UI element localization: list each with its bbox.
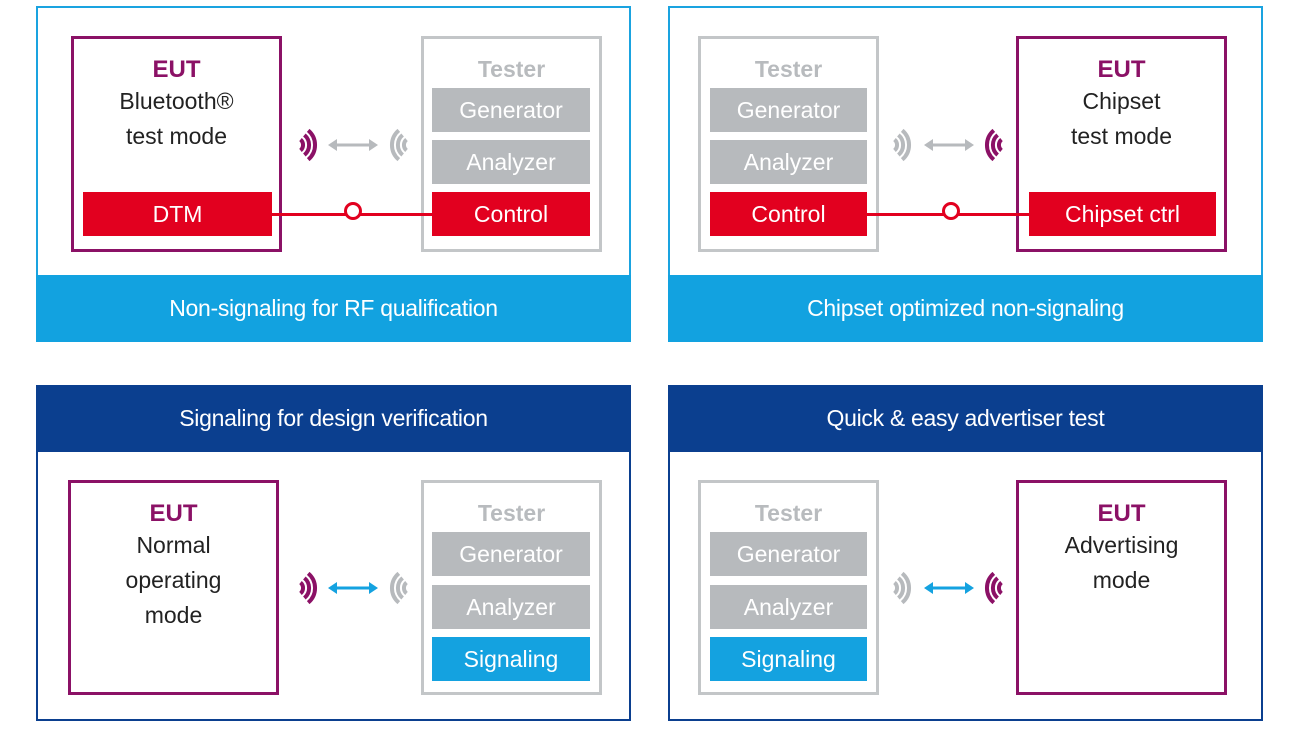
eut-desc-line: Bluetooth® bbox=[119, 88, 234, 114]
chipset-ctrl-block: Chipset ctrl bbox=[1029, 192, 1216, 236]
generator-block: Generator bbox=[710, 532, 867, 576]
generator-block: Generator bbox=[432, 88, 590, 132]
eut-box: EUT Chipset test mode bbox=[1016, 36, 1227, 252]
signaling-block: Signaling bbox=[710, 637, 867, 681]
panel-caption: Quick & easy advertiser test bbox=[668, 385, 1263, 452]
cable-connector bbox=[942, 202, 960, 220]
tester-title: Tester bbox=[477, 500, 546, 526]
bidirectional-arrow-icon bbox=[328, 582, 378, 594]
tester-box: Tester bbox=[421, 36, 602, 252]
eut-title: EUT bbox=[1097, 500, 1146, 527]
panel-caption: Signaling for design verification bbox=[36, 385, 631, 452]
eut-desc-line: Chipset bbox=[1082, 88, 1161, 114]
eut-radio-wave-icon bbox=[298, 128, 318, 162]
tester-box: Tester bbox=[698, 36, 879, 252]
analyzer-block: Analyzer bbox=[432, 585, 590, 629]
tester-title: Tester bbox=[477, 56, 546, 82]
eut-desc-line: Advertising bbox=[1064, 532, 1179, 558]
eut-radio-wave-icon bbox=[984, 128, 1004, 162]
tester-radio-wave-icon bbox=[892, 571, 912, 605]
analyzer-block: Analyzer bbox=[710, 140, 867, 184]
cable-connector bbox=[344, 202, 362, 220]
tester-title: Tester bbox=[754, 56, 823, 82]
eut-box: EUT Bluetooth® test mode bbox=[71, 36, 282, 252]
signaling-block: Signaling bbox=[432, 637, 590, 681]
generator-block: Generator bbox=[710, 88, 867, 132]
analyzer-block: Analyzer bbox=[710, 585, 867, 629]
dtm-block: DTM bbox=[83, 192, 272, 236]
bidirectional-arrow-icon bbox=[924, 139, 974, 151]
eut-desc-line: Normal bbox=[136, 532, 211, 558]
eut-desc-line: mode bbox=[1092, 567, 1151, 593]
panel-caption: Chipset optimized non-signaling bbox=[668, 275, 1263, 342]
tester-radio-wave-icon bbox=[892, 128, 912, 162]
panel-caption: Non-signaling for RF qualification bbox=[36, 275, 631, 342]
panel-advertiser-test: Quick & easy advertiser test Tester Gene… bbox=[668, 385, 1263, 721]
tester-radio-wave-icon bbox=[389, 571, 409, 605]
eut-radio-wave-icon bbox=[984, 571, 1004, 605]
tester-box: Tester bbox=[421, 480, 602, 695]
tester-box: Tester bbox=[698, 480, 879, 695]
eut-box: EUT Advertising mode bbox=[1016, 480, 1227, 695]
control-block: Control bbox=[432, 192, 590, 236]
eut-box: EUT Normal operating mode bbox=[68, 480, 279, 695]
eut-radio-wave-icon bbox=[298, 571, 318, 605]
bidirectional-arrow-icon bbox=[924, 582, 974, 594]
analyzer-block: Analyzer bbox=[432, 140, 590, 184]
eut-title: EUT bbox=[1097, 56, 1146, 83]
bidirectional-arrow-icon bbox=[328, 139, 378, 151]
eut-desc-line: mode bbox=[144, 602, 203, 628]
tester-radio-wave-icon bbox=[389, 128, 409, 162]
generator-block: Generator bbox=[432, 532, 590, 576]
panel-signaling-design: Signaling for design verification EUT No… bbox=[36, 385, 631, 721]
eut-desc-line: test mode bbox=[1071, 123, 1172, 149]
eut-title: EUT bbox=[149, 500, 198, 527]
control-block: Control bbox=[710, 192, 867, 236]
eut-title: EUT bbox=[152, 56, 201, 83]
panel-chipset-non-signaling: Tester Generator Analyzer Control EUT Ch… bbox=[668, 6, 1263, 342]
panel-non-signaling-rf: EUT Bluetooth® test mode DTM Tester Gene… bbox=[36, 6, 631, 342]
tester-title: Tester bbox=[754, 500, 823, 526]
eut-desc-line: operating bbox=[125, 567, 222, 593]
eut-desc-line: test mode bbox=[126, 123, 227, 149]
